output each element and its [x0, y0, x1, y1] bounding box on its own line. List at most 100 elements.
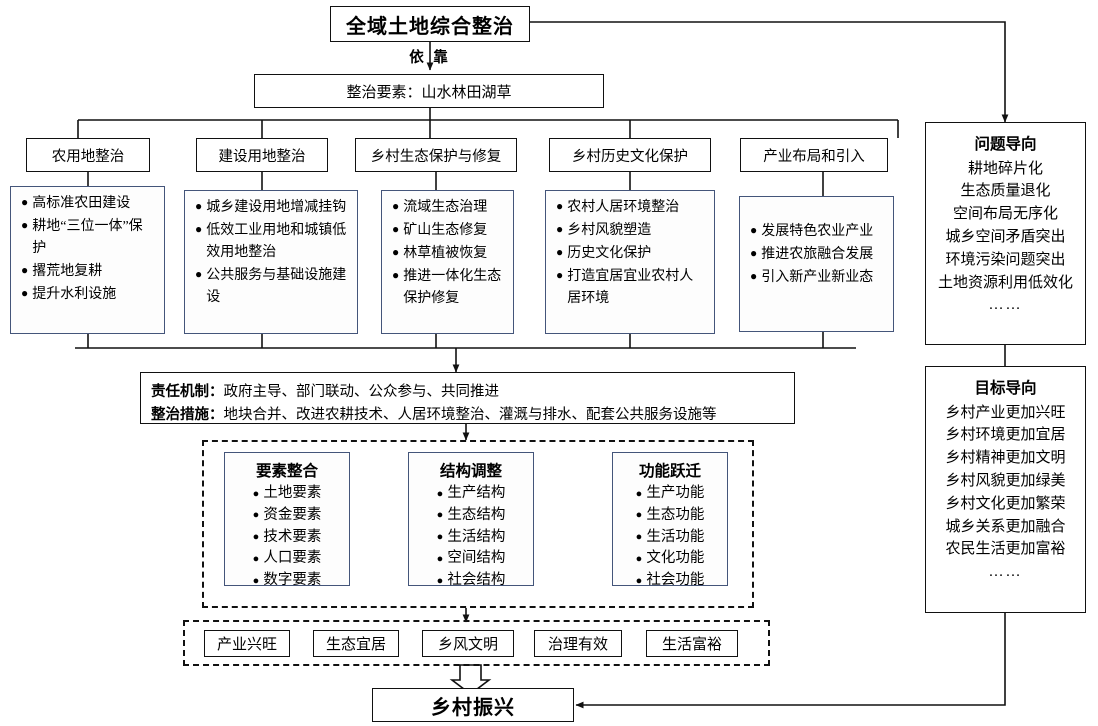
bullet-icon: ●	[252, 574, 260, 587]
list-item-label: 高标准农田建设	[32, 196, 131, 211]
outcome-box-0: 产业兴旺	[204, 630, 290, 657]
outcome-box-2: 乡风文明	[422, 630, 514, 657]
side-panel-line: 城乡关系更加融合	[945, 518, 1066, 535]
category-header-0: 农用地整治	[26, 138, 150, 172]
category-header-3: 乡村历史文化保护	[549, 138, 711, 172]
list-item-label: 技术要素	[263, 528, 322, 545]
side-panel-line: 空间布局无序化	[952, 206, 1058, 223]
list-item: ●农村人居环境整治	[556, 197, 706, 219]
trio-panel-1: 结构调整 ●生产结构 ●生态结构 ●生活结构 ●空间结构 ●社会结构	[408, 452, 534, 588]
list-item-label: 生态结构	[447, 506, 506, 523]
list-item-label: 低效工业用地和城镇低效用地整治	[206, 223, 347, 261]
side-panel-line: 生态质量退化	[960, 183, 1051, 200]
outcome-label: 产业兴旺	[216, 637, 277, 653]
bullet-icon: ●	[556, 222, 564, 237]
bullet-list: ●流域生态治理 ●矿山生态修复 ●林草植被恢复 ●推进一体化生态保护修复	[382, 191, 513, 316]
bullet-icon: ●	[436, 574, 444, 587]
outcome-label: 乡风文明	[437, 637, 498, 653]
mechanism-row-measures: 整治措施：地块合并、改进农耕技术、人居环境整治、灌溉与排水、配套公共服务设施等	[151, 404, 784, 427]
side-panel-goal: 目标导向 乡村产业更加兴旺 乡村环境更加宜居 乡村精神更加文明 乡村风貌更加绿美…	[925, 366, 1086, 613]
category-header-label: 乡村生态保护与修复	[370, 148, 502, 165]
list-item: ●历史文化保护	[556, 243, 706, 265]
list-item: ●生产功能	[613, 483, 727, 505]
bullet-icon: ●	[750, 223, 758, 237]
bullet-icon: ●	[21, 218, 29, 233]
side-panel-header: 问题导向	[974, 136, 1037, 153]
trio-dashed-container	[202, 440, 754, 608]
list-item: ●生活结构	[409, 527, 533, 549]
trio-panel-2: 功能跃迁 ●生产功能 ●生态功能 ●生活功能 ●文化功能 ●社会功能	[612, 452, 728, 588]
outcome-box-4: 生活富裕	[646, 630, 738, 657]
bullet-icon: ●	[436, 487, 444, 500]
side-panel-line: 乡村产业更加兴旺	[945, 404, 1066, 421]
bullet-icon: ●	[21, 286, 29, 301]
outcome-box-3: 治理有效	[534, 630, 622, 657]
bullet-icon: ●	[252, 531, 260, 544]
bullet-icon: ●	[252, 509, 260, 522]
bullet-icon: ●	[556, 245, 564, 260]
list-item: ●乡村风貌塑造	[556, 220, 706, 242]
bullet-icon: ●	[392, 199, 400, 213]
outcome-label: 生活富裕	[661, 637, 722, 653]
list-item: ●打造宜居宜业农村人居环境	[556, 266, 706, 310]
side-panel-ellipsis: ……	[988, 564, 1023, 581]
mechanism-text: 地块合并、改进农耕技术、人居环境整治、灌溉与排水、配套公共服务设施等	[223, 407, 717, 424]
list-item: ●社会功能	[613, 570, 727, 592]
bullet-icon: ●	[750, 246, 758, 261]
side-panel-header: 目标导向	[974, 380, 1037, 397]
list-item-label: 农村人居环境整治	[567, 200, 680, 215]
side-panel-line: 乡村风貌更加绿美	[945, 472, 1066, 489]
list-item-label: 生活结构	[447, 528, 506, 545]
list-item: ●生态功能	[613, 505, 727, 527]
list-item: ●林草植被恢复	[392, 243, 505, 265]
list-item-label: 社会功能	[646, 572, 705, 588]
bullet-icon: ●	[21, 195, 29, 209]
category-panel-1: ●城乡建设用地增减挂钩 ●低效工业用地和城镇低效用地整治 ● 公共服务与基础设施建…	[184, 190, 358, 334]
bullet-list: ●城乡建设用地增减挂钩 ●低效工业用地和城镇低效用地整治 ● 公共服务与基础设施建…	[185, 191, 357, 315]
bullet-icon: ●	[635, 509, 643, 522]
mechanism-text: 政府主导、部门联动、公众参与、共同推进	[223, 384, 500, 400]
bullet-icon: ●	[635, 531, 643, 544]
list-item-label: 生活功能	[646, 528, 705, 545]
side-panel-line: 乡村环境更加宜居	[945, 427, 1066, 444]
category-header-label: 产业布局和引入	[763, 148, 865, 165]
list-item-label: 林草植被恢复	[403, 246, 488, 262]
goal-oriented-content: 目标导向 乡村产业更加兴旺 乡村环境更加宜居 乡村精神更加文明 乡村风貌更加绿美…	[926, 367, 1085, 584]
list-item: ●城乡建设用地增减挂钩	[195, 197, 349, 219]
trio-header: 功能跃迁	[638, 463, 701, 480]
outcomes-dashed-container	[183, 620, 770, 666]
list-item-label: 公共服务与基础设施建设	[206, 268, 347, 306]
list-item-label: 城乡建设用地增减挂钩	[206, 200, 347, 215]
list-item: ●土地要素	[225, 483, 349, 505]
rely-label: 依 靠	[409, 50, 451, 66]
list-item: ●低效工业用地和城镇低效用地整治	[195, 220, 349, 264]
bullet-icon: ●	[21, 263, 29, 278]
list-item-label: 社会结构	[447, 572, 506, 588]
elements-label: 整治要素：山水林田湖草	[346, 84, 512, 101]
outcome-label: 生态宜居	[325, 637, 386, 653]
list-item-label: 推进一体化生态保护修复	[403, 269, 502, 307]
bullet-list: ●农村人居环境整治 ●乡村风貌塑造 ●历史文化保护 ●打造宜居宜业农村人居环境	[546, 191, 714, 316]
list-item-label: 提升水利设施	[32, 287, 117, 303]
list-item: ●社会结构	[409, 570, 533, 592]
bullet-icon: ●	[392, 222, 400, 237]
outcome-box-1: 生态宜居	[313, 630, 399, 657]
category-header-1: 建设用地整治	[196, 138, 328, 172]
trio-header: 要素整合	[255, 463, 318, 480]
trio-content: 要素整合 ●土地要素 ●资金要素 ●技术要素 ●人口要素 ●数字要素	[225, 453, 349, 592]
list-item: ●生态结构	[409, 505, 533, 527]
category-header-2: 乡村生态保护与修复	[355, 138, 517, 172]
bullet-icon: ●	[252, 487, 260, 500]
list-item-label: 打造宜居宜业农村人居环境	[567, 269, 694, 307]
side-panel-line: 农民生活更加富裕	[945, 541, 1066, 558]
list-item: ●人口要素	[225, 548, 349, 570]
list-item-label: 生态功能	[646, 506, 705, 523]
bullet-icon: ●	[195, 222, 203, 237]
list-item: ●生产结构	[409, 483, 533, 505]
trio-content: 结构调整 ●生产结构 ●生态结构 ●生活结构 ●空间结构 ●社会结构	[409, 453, 533, 592]
list-item-label: 流域生态治理	[403, 200, 488, 215]
main-title-box: 全域土地综合整治	[330, 6, 530, 42]
bullet-icon: ●	[635, 487, 643, 500]
